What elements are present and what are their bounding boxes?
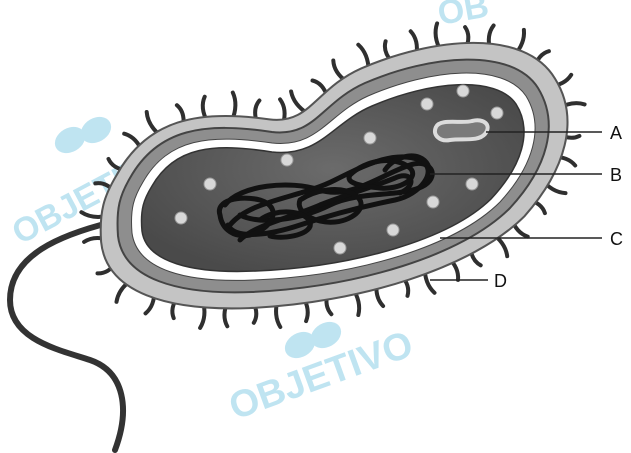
label-c: C <box>610 229 623 249</box>
watermark-top: OB <box>435 0 492 33</box>
label-a: A <box>610 123 622 143</box>
watermark-logo-left <box>50 112 116 159</box>
label-b: B <box>610 165 622 185</box>
label-d: D <box>494 271 507 291</box>
plasmid <box>435 120 488 140</box>
